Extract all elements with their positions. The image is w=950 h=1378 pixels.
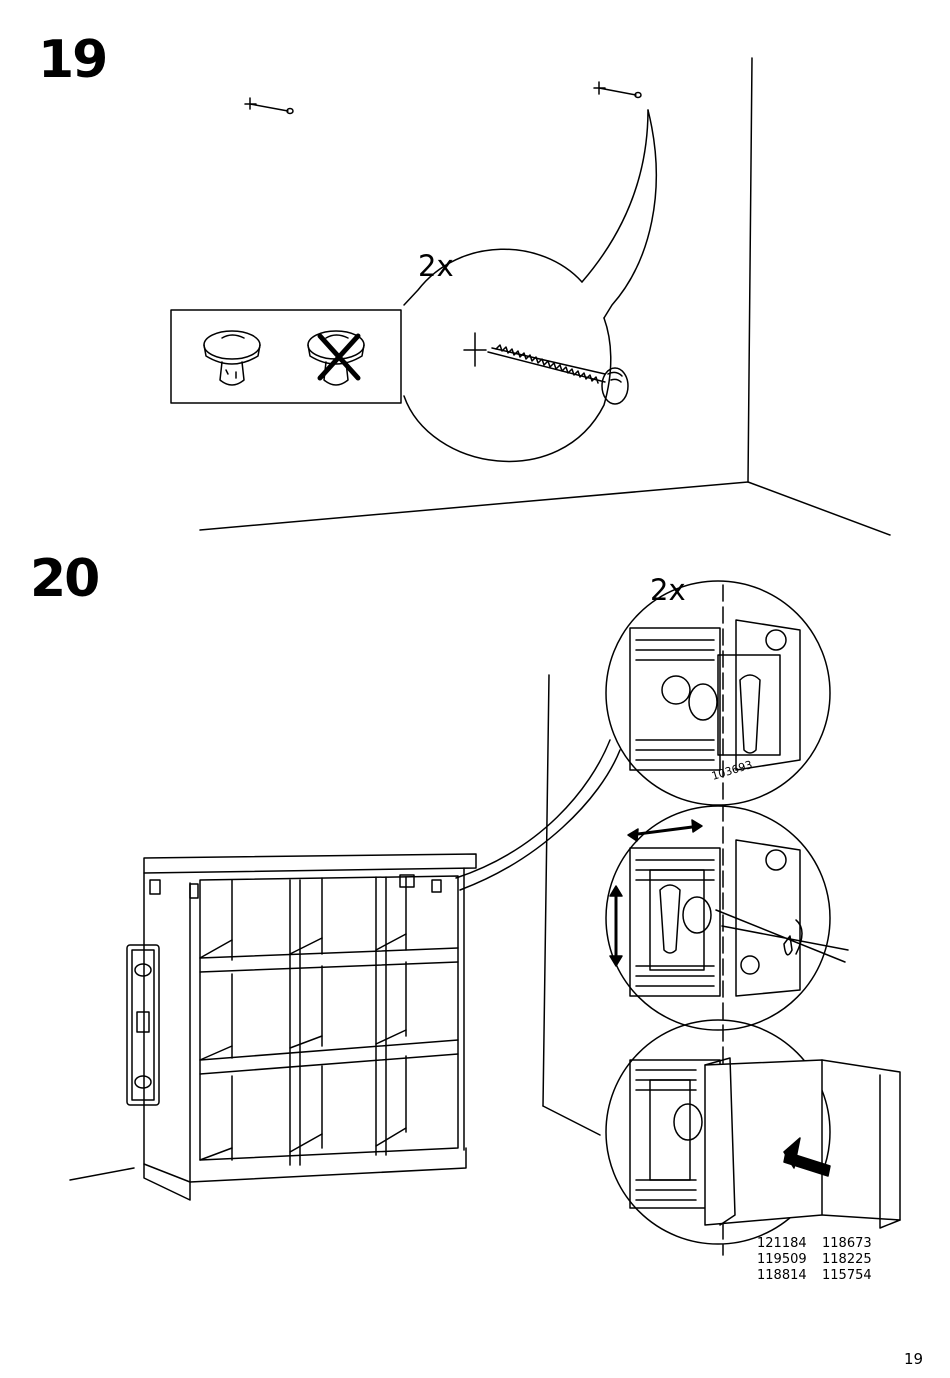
- quantity-label-20: 2x: [650, 576, 686, 605]
- article-code: 121184: [757, 1237, 807, 1250]
- article-code: 118673: [822, 1237, 872, 1250]
- wall-corner-19: [200, 58, 890, 535]
- detail-circle-2: [606, 806, 848, 1030]
- article-code: 118814: [757, 1269, 807, 1282]
- wall-screw-left-icon: [245, 98, 293, 114]
- detail-circle-3: [606, 1020, 900, 1244]
- article-code: 119509: [757, 1253, 807, 1266]
- quantity-label-19: 2x: [418, 252, 454, 281]
- spirit-level-icon: [127, 945, 159, 1105]
- page-number: 19: [904, 1350, 923, 1368]
- screw-head-correct-icon: [204, 331, 260, 385]
- wall-screw-right-icon: [594, 82, 641, 98]
- article-code: 115754: [822, 1269, 872, 1282]
- article-code: 118225: [822, 1253, 872, 1266]
- long-screw-icon: [464, 333, 628, 404]
- shelf-unit: [144, 854, 476, 1200]
